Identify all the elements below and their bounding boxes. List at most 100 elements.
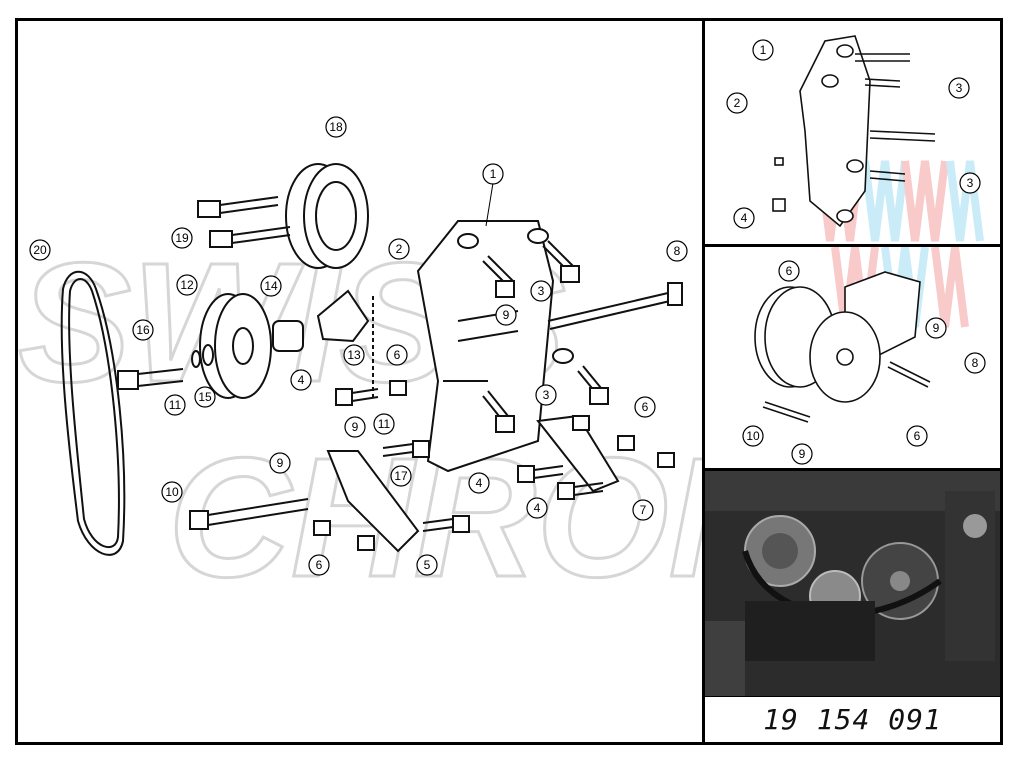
svg-text:6: 6 [316, 558, 323, 572]
callout-9a: 9 [495, 304, 517, 326]
callout-13: 13 [343, 344, 365, 366]
svg-text:10: 10 [165, 485, 179, 499]
callout-5: 5 [416, 554, 438, 576]
svg-text:6: 6 [786, 264, 793, 278]
svg-text:18: 18 [329, 120, 343, 134]
svg-text:6: 6 [394, 348, 401, 362]
callout-12: 12 [176, 274, 198, 296]
exploded-view-panel: SWISS CHROM [17, 21, 815, 742]
svg-text:4: 4 [741, 211, 748, 225]
detail-bracket-panel: 1 2 3 3 4 [705, 21, 1000, 244]
detail-callout-1: 1 [752, 39, 774, 61]
svg-text:3: 3 [956, 81, 963, 95]
nuts-6 [313, 380, 675, 551]
belt-part [60, 270, 126, 556]
bracket-detail [772, 35, 936, 228]
svg-text:13: 13 [347, 348, 361, 362]
bolts-4 [335, 388, 604, 533]
bracket-main [416, 220, 574, 473]
mid-callout-9a: 9 [925, 317, 947, 339]
svg-text:6: 6 [642, 400, 649, 414]
part-number: 19 154 091 [763, 703, 942, 736]
svg-text:10: 10 [746, 429, 760, 443]
svg-text:9: 9 [352, 420, 359, 434]
svg-text:4: 4 [476, 476, 483, 490]
svg-text:14: 14 [264, 279, 278, 293]
svg-text:15: 15 [198, 390, 212, 404]
svg-text:1: 1 [760, 43, 767, 57]
svg-text:3: 3 [543, 388, 550, 402]
svg-text:20: 20 [33, 243, 47, 257]
svg-text:2: 2 [734, 96, 741, 110]
svg-text:7: 7 [640, 503, 647, 517]
brackets-lower [326, 414, 620, 553]
callout-10: 10 [161, 481, 183, 503]
callout-6b: 6 [308, 554, 330, 576]
divider-vertical [702, 18, 705, 745]
svg-text:4: 4 [298, 373, 305, 387]
svg-text:11: 11 [378, 417, 391, 431]
callout-7: 7 [632, 499, 654, 521]
callout-4b: 4 [468, 472, 490, 494]
svg-text:6: 6 [914, 429, 921, 443]
divider-h2 [702, 468, 1003, 471]
callout-6c: 6 [634, 396, 656, 418]
bolt-8 [547, 282, 683, 330]
svg-text:11: 11 [169, 398, 182, 412]
exploded-view-drawing: SWISS CHROM [17, 116, 815, 615]
mid-callout-10: 10 [742, 425, 764, 447]
callout-3b: 3 [535, 384, 557, 406]
svg-text:9: 9 [933, 321, 940, 335]
callout-1: 1 [482, 163, 504, 227]
callout-6a: 6 [386, 344, 408, 366]
mid-callout-9b: 9 [791, 443, 813, 465]
svg-text:12: 12 [180, 278, 194, 292]
svg-text:3: 3 [967, 176, 974, 190]
callout-2: 2 [388, 238, 410, 260]
svg-text:16: 16 [136, 323, 150, 337]
detail-callout-3b: 3 [959, 172, 981, 194]
callout-19: 19 [171, 227, 193, 249]
pulley-large [285, 163, 369, 269]
divider-h1 [702, 244, 1003, 247]
svg-text:5: 5 [424, 558, 431, 572]
callout-18: 18 [325, 116, 347, 138]
callout-9b: 9 [344, 416, 366, 438]
svg-text:9: 9 [277, 456, 284, 470]
detail-compressor-drawing: 6 9 8 10 9 6 [742, 246, 986, 465]
callout-16: 16 [132, 319, 154, 341]
callout-20: 20 [29, 239, 51, 261]
callout-17: 17 [390, 465, 412, 487]
installed-photo [705, 471, 1000, 696]
detail-bracket-drawing: 1 2 3 3 4 [726, 35, 984, 242]
callout-14: 14 [260, 275, 282, 297]
callout-9c: 9 [269, 452, 291, 474]
detail-callout-4: 4 [733, 207, 755, 229]
callout-3a: 3 [530, 280, 552, 302]
svg-text:19: 19 [175, 231, 189, 245]
detail-callout-3a: 3 [948, 77, 970, 99]
svg-text:9: 9 [799, 447, 806, 461]
svg-text:3: 3 [538, 284, 545, 298]
bolts-3 [482, 240, 609, 433]
callout-4a: 4 [290, 369, 312, 391]
svg-text:9: 9 [503, 308, 510, 322]
mid-callout-6b: 6 [906, 425, 928, 447]
svg-text:1: 1 [490, 167, 497, 181]
bolts-19 [197, 196, 291, 248]
mid-callout-8: 8 [964, 352, 986, 374]
svg-text:8: 8 [674, 244, 681, 258]
svg-text:4: 4 [534, 501, 541, 515]
bolt-10 [189, 498, 309, 530]
svg-text:8: 8 [972, 356, 979, 370]
part-number-box: 19 154 091 [705, 697, 1000, 742]
compressor-detail [754, 271, 931, 423]
pulley-idler [199, 293, 272, 399]
tensioner-parts [272, 289, 374, 401]
callout-4c: 4 [526, 497, 548, 519]
callout-15: 15 [194, 386, 216, 408]
svg-text:17: 17 [394, 469, 408, 483]
callout-11a: 11 [164, 394, 186, 416]
detail-compressor-panel: 6 9 8 10 9 6 [705, 246, 1000, 468]
mid-callout-6a: 6 [778, 260, 800, 282]
